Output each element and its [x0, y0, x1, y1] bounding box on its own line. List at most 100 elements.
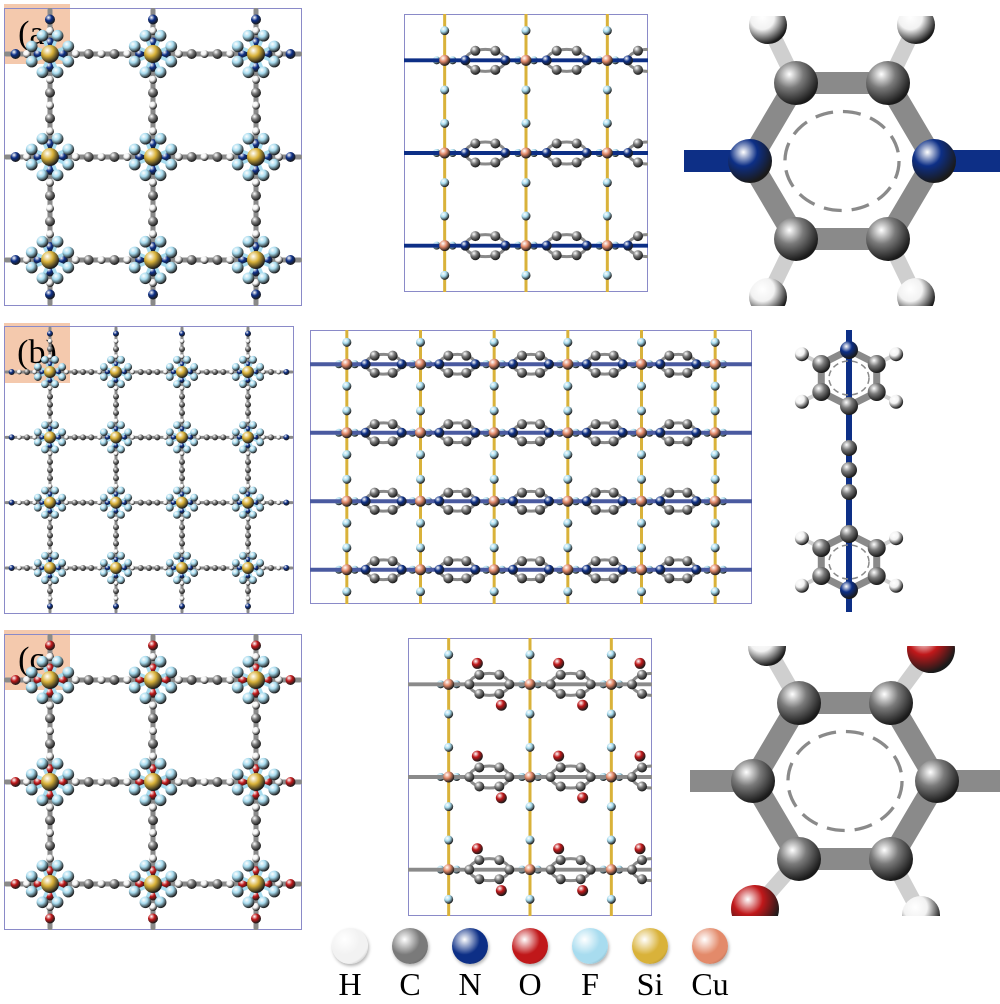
atom-c: [590, 487, 601, 498]
atom-c: [47, 346, 53, 352]
atom-h: [889, 347, 904, 362]
atom-o: [10, 675, 21, 685]
atom-c: [575, 855, 586, 866]
atom-h: [16, 500, 22, 506]
atom-f: [128, 261, 141, 274]
atom-f: [154, 655, 167, 668]
atom-c: [637, 669, 647, 680]
atom-n: [360, 496, 371, 507]
atom-c: [545, 864, 556, 875]
atom-h: [179, 549, 185, 555]
atom-f: [268, 261, 281, 274]
atom-f: [268, 143, 281, 156]
atom-c: [24, 434, 30, 441]
ligand-c-quinone: [690, 646, 1000, 916]
atom-n: [691, 564, 702, 575]
atom-n: [581, 427, 592, 438]
atom-h: [71, 50, 80, 58]
atom-h: [275, 50, 283, 58]
atom-f: [36, 29, 49, 42]
atom-c: [109, 879, 120, 889]
atom-f: [165, 503, 174, 512]
atom-c: [387, 556, 398, 567]
atom-c: [474, 781, 485, 792]
atom-n: [434, 359, 445, 370]
atom-h: [130, 369, 135, 375]
atom-n: [121, 434, 128, 441]
atom-si: [41, 251, 59, 269]
atom-f: [58, 373, 67, 381]
atom-n: [113, 330, 119, 337]
atom-n: [236, 565, 243, 571]
atom-c: [179, 458, 185, 465]
atom-f: [33, 559, 42, 567]
atom-f: [249, 576, 257, 585]
atom-c: [251, 190, 261, 201]
legend-swatch-n: [452, 928, 488, 964]
atom-h: [46, 230, 54, 239]
atom-h: [229, 565, 234, 571]
atom-f: [41, 576, 49, 585]
atom-c: [154, 565, 161, 571]
legend-swatch-c: [392, 928, 428, 964]
atom-c: [494, 874, 505, 885]
atom-n: [8, 434, 15, 441]
atom-c: [869, 836, 913, 881]
atom-h: [149, 178, 157, 187]
atom-h: [97, 880, 106, 888]
atom-c: [464, 864, 475, 875]
atom-h: [16, 369, 22, 375]
atom-c: [179, 346, 185, 352]
atom-f: [416, 543, 425, 553]
atom-n: [360, 564, 371, 575]
atom-h: [245, 549, 251, 555]
atom-f: [256, 503, 265, 512]
atom-h: [149, 204, 157, 213]
atom-h: [71, 778, 80, 786]
atom-c: [83, 152, 94, 162]
atom-c: [47, 588, 53, 594]
atom-n: [617, 564, 628, 575]
atom-c: [627, 679, 637, 690]
atom-h: [245, 451, 251, 457]
atom-o: [251, 640, 261, 651]
atom-c: [571, 157, 582, 168]
atom-c: [113, 524, 119, 531]
atom-h: [200, 676, 209, 684]
atom-n: [187, 369, 194, 375]
atom-h: [149, 127, 157, 136]
atom-f: [58, 559, 67, 567]
atom-f: [36, 757, 49, 770]
atom-c: [461, 350, 472, 361]
atom-h: [179, 354, 185, 360]
atom-f: [165, 768, 178, 781]
atom-f: [268, 40, 281, 53]
atom-f: [124, 569, 133, 577]
atom-c: [47, 540, 53, 547]
atom-c: [633, 157, 643, 168]
atom-c: [590, 367, 601, 378]
atom-o: [577, 885, 589, 897]
atom-c: [866, 61, 910, 106]
atom-h: [46, 854, 54, 863]
atom-c: [840, 525, 858, 543]
atom-c: [148, 87, 158, 98]
atom-f: [606, 802, 616, 812]
atom-f: [165, 559, 174, 567]
atom-f: [165, 438, 174, 447]
atom-c: [535, 350, 545, 361]
atom-h: [97, 50, 106, 58]
atom-f: [124, 428, 133, 437]
atom-c: [146, 434, 152, 441]
atom-si: [41, 671, 59, 689]
atom-c: [186, 255, 197, 265]
atom-f: [165, 261, 178, 274]
atom-c: [47, 475, 53, 482]
atom-c: [517, 556, 527, 567]
atom-f: [165, 493, 174, 502]
atom-c: [245, 401, 251, 408]
atom-c: [590, 436, 601, 447]
atom-cu: [520, 54, 532, 66]
atom-c: [88, 434, 95, 441]
atom-f: [637, 543, 646, 553]
